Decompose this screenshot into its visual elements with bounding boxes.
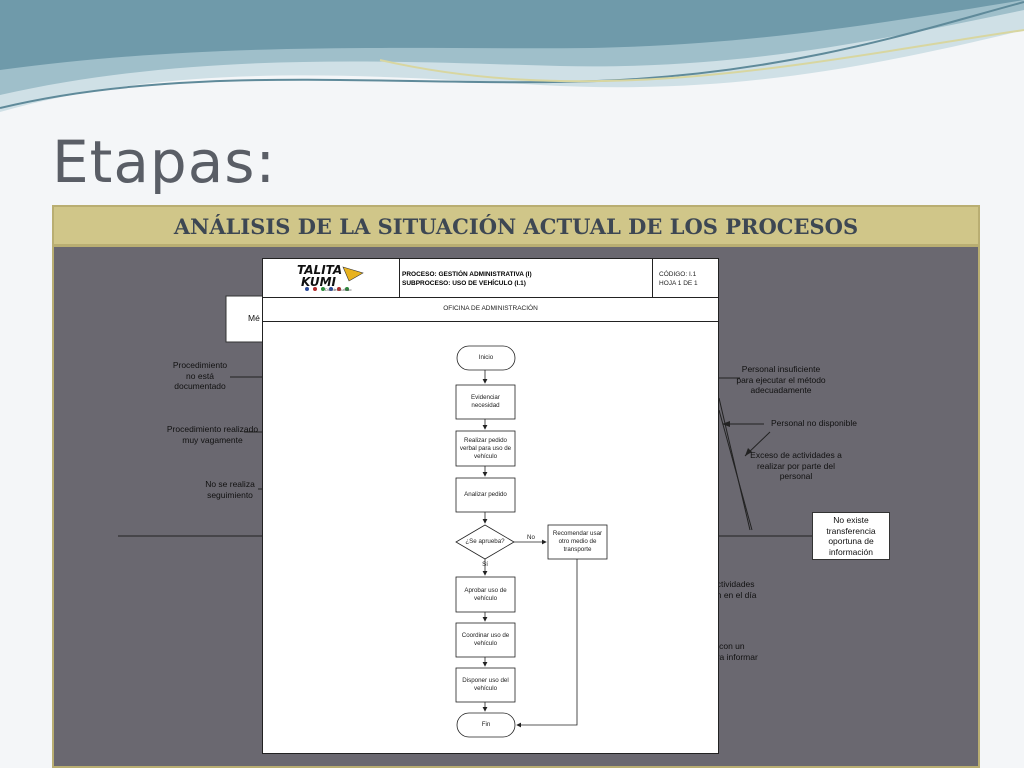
company-logo: TALITA KUMI Día del Sufrido [263, 259, 400, 297]
flowchart-shapes [455, 345, 608, 738]
effect-box: No existe transferencia oportuna de info… [812, 512, 890, 560]
code-label: CÓDIGO: I.1 [659, 271, 697, 278]
slide-title: Etapas: [52, 128, 277, 196]
flow-step-evidence-need: Evidenciar necesidad [471, 394, 500, 409]
flow-step-coordinate-use: Coordinar uso de vehículo [461, 632, 510, 647]
document-header: TALITA KUMI Día del Sufrido PROCESO: GES… [263, 259, 718, 298]
flow-label-yes: Sí [482, 561, 488, 568]
subprocess-name: SUBPROCESO: USO DE VEHÍCULO (I.1) [402, 280, 526, 287]
cause-partial-inform: a con un ara informar [712, 641, 758, 662]
document-code: CÓDIGO: I.1 HOJA 1 DE 1 [653, 259, 718, 297]
flow-label-no: No [527, 534, 535, 541]
process-info: PROCESO: GESTIÓN ADMINISTRATIVA (I) SUBP… [399, 259, 653, 297]
flow-step-approve-use: Aprobar uso de vehículo [464, 586, 507, 602]
page-label: HOJA 1 DE 1 [659, 280, 698, 287]
flow-end: Fin [481, 721, 491, 728]
flow-step-analyze-request: Analizar pedido [464, 491, 507, 498]
logo-text: TALITA KUMI [297, 263, 343, 289]
panel-title: ANÁLISIS DE LA SITUACIÓN ACTUAL DE LOS P… [54, 207, 978, 247]
cause-vague-procedure: Procedimiento realizado muy vagamente [166, 424, 259, 445]
office-lane-title: OFICINA DE ADMINISTRACIÓN [263, 297, 718, 322]
flow-step-verbal-request: Realizar pedido verbal para uso de vehíc… [459, 436, 512, 460]
cause-staff-unavailable: Personal no disponible [770, 418, 857, 428]
cause-excess-activities: Exceso de actividades a realizar por par… [750, 450, 842, 481]
cause-partial-activities: actividades an en el día [712, 579, 757, 600]
cause-no-followup: No se realiza seguimiento [205, 479, 255, 500]
logo-graphic [305, 266, 364, 291]
process-name: PROCESO: GESTIÓN ADMINISTRATIVA (I) [402, 271, 532, 278]
partial-category-box: Mé [248, 313, 260, 323]
flowchart-document: TALITA KUMI Día del Sufrido PROCESO: GES… [262, 258, 719, 754]
flow-step-alternative-transport: Recomendar usar otro medio de transporte [552, 530, 603, 553]
cause-undocumented: Procedimiento no está documentado [172, 360, 228, 391]
header-wave-decoration [0, 0, 1024, 112]
flow-step-dispose-use: Disponer uso del vehículo [462, 677, 509, 692]
flow-decision-approve: ¿Se aprueba? [465, 538, 505, 545]
logo-subtitle: Día del Sufrido [325, 287, 352, 292]
cause-insufficient-staff: Personal insuficiente para ejecutar el m… [736, 364, 826, 395]
flow-start: Inicio [478, 354, 494, 361]
